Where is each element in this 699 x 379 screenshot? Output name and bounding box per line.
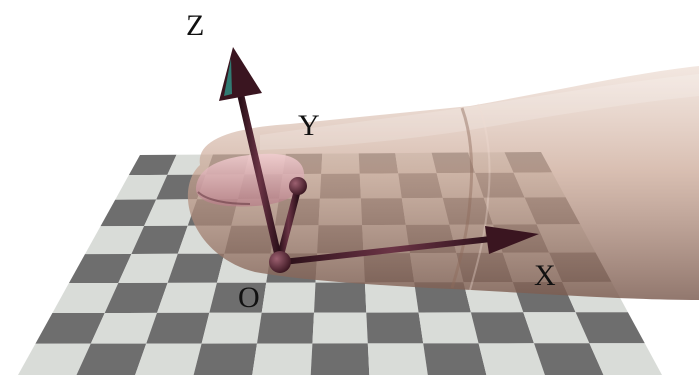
checkerboard-square [312,313,367,344]
checkerboard-square [194,344,257,376]
checkerboard-square [419,312,479,343]
checkerboard-square [479,343,545,375]
checkerboard-square [423,343,486,375]
origin-point [269,251,291,273]
x-axis-label: X [534,259,556,292]
checkerboard-square [368,343,428,375]
origin-label: O [238,281,260,314]
z-axis-arrowhead-highlight [224,58,232,96]
checkerboard-square [135,344,202,375]
checkerboard-square [202,313,262,344]
checkerboard-square [257,313,314,344]
checkerboard-square [471,312,534,343]
z-axis-label: Z [186,9,204,42]
checkerboard-square [314,283,366,313]
checkerboard-square [146,313,209,344]
checkerboard-square [262,283,316,313]
y-axis-tip [289,177,307,195]
checkerboard-square [252,344,312,376]
y-axis-label: Y [298,109,320,142]
checkerboard-square [366,313,423,344]
checkerboard-square [311,343,370,375]
